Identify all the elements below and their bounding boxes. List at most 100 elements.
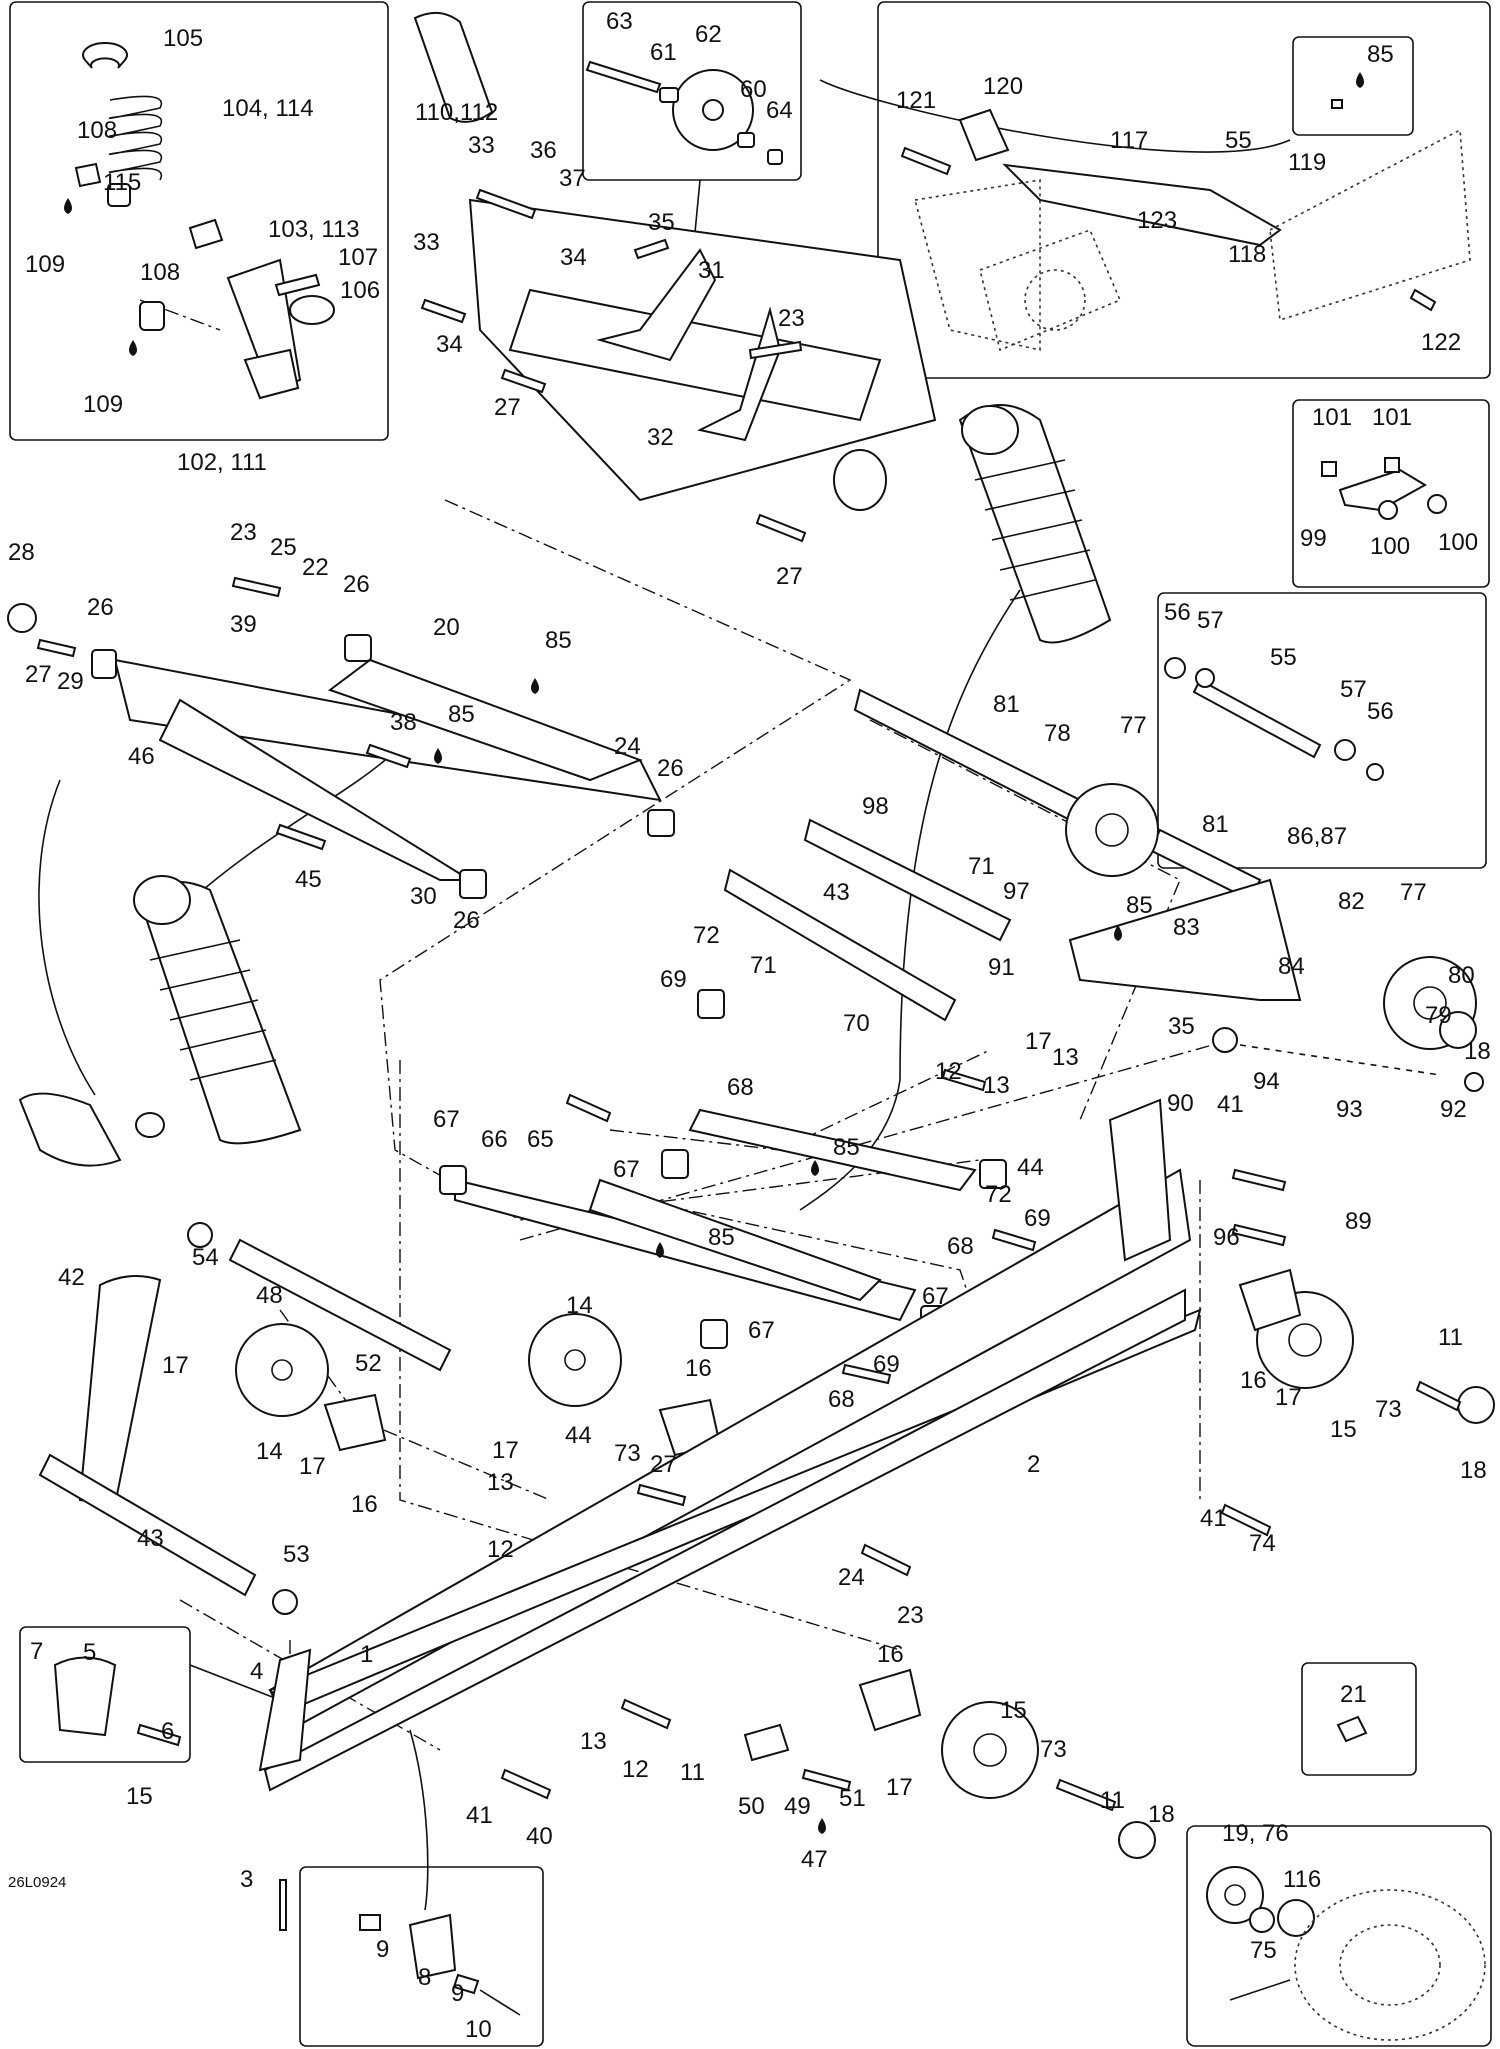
callout-label: 68 <box>828 1386 855 1413</box>
callout-label: 55 <box>1225 127 1252 154</box>
callout-label: 12 <box>935 1058 962 1085</box>
callout-label: 52 <box>355 1350 382 1377</box>
grease-drop-icon <box>1356 72 1364 88</box>
callout-label: 75 <box>1250 1937 1277 1964</box>
callout-label: 20 <box>433 614 460 641</box>
callout-label: 17 <box>299 1453 326 1480</box>
callout-label: 27 <box>776 563 803 590</box>
callout-label: 32 <box>647 424 674 451</box>
callout-label: 26 <box>87 594 114 621</box>
callout-label: 100 <box>1370 533 1410 560</box>
callout-label: 21 <box>1340 1681 1367 1708</box>
callout-label: 121 <box>896 87 936 114</box>
callout-label: 106 <box>340 277 380 304</box>
callout-label: 72 <box>985 1181 1012 1208</box>
callout-label: 67 <box>433 1106 460 1133</box>
callout-label: 34 <box>560 244 587 271</box>
wheel-detail-inset <box>1186 1825 1492 2047</box>
callout-label: 55 <box>1270 644 1297 671</box>
axles-and-wheels <box>723 657 1484 1092</box>
callout-label: 110,112 <box>415 99 498 126</box>
grease-drops <box>64 72 1364 1834</box>
callout-label: 109 <box>83 391 123 418</box>
shock-sleeve-110 <box>413 11 494 123</box>
grease-drop-icon <box>811 1160 819 1176</box>
callout-label: 91 <box>988 954 1015 981</box>
callout-label: 17 <box>886 1774 913 1801</box>
callout-label: 23 <box>778 305 805 332</box>
callout-label: 11 <box>1100 1787 1125 1814</box>
callout-label: 42 <box>58 1264 85 1291</box>
callout-label: 17 <box>162 1352 189 1379</box>
callout-label: 94 <box>1253 1068 1280 1095</box>
callout-label: 102, 111 <box>177 449 267 476</box>
wheel-77-upper <box>1065 783 1159 877</box>
diagram-code: 26L0924 <box>8 1874 66 1891</box>
callout-label: 85 <box>1367 41 1394 68</box>
callout-label: 71 <box>750 952 777 979</box>
callout-label: 56 <box>1164 599 1191 626</box>
callout-label: 85 <box>833 1134 860 1161</box>
callout-label: 104, 114 <box>222 95 314 122</box>
detail-insets <box>359 1715 1486 2041</box>
callout-label: 90 <box>1167 1090 1194 1117</box>
callout-label: 34 <box>436 331 463 358</box>
callout-label: 82 <box>1338 888 1365 915</box>
callout-label: 120 <box>983 73 1023 100</box>
callout-label: 44 <box>565 1422 592 1449</box>
callout-label: 12 <box>622 1756 649 1783</box>
idler-14-center <box>528 1313 622 1407</box>
callout-label: 57 <box>1197 607 1224 634</box>
callout-label: 117 <box>1110 127 1148 154</box>
callout-label: 115 <box>103 169 141 196</box>
callout-label: 73 <box>1375 1396 1402 1423</box>
grease-drop-icon <box>64 198 72 214</box>
callout-label: 33 <box>468 132 495 159</box>
callout-label: 67 <box>613 1156 640 1183</box>
anti-stab-parts <box>900 99 1471 352</box>
callout-label: 18 <box>1148 1801 1175 1828</box>
callout-label: 65 <box>527 1126 554 1153</box>
idler-14-left <box>235 1323 329 1417</box>
callout-label: 109 <box>25 251 65 278</box>
stopper-inset <box>19 1626 191 1763</box>
callout-label: 15 <box>1330 1416 1357 1443</box>
grease-drop-icon <box>1114 925 1122 941</box>
callout-label: 85 <box>1126 892 1153 919</box>
callout-label: 17 <box>1025 1028 1052 1055</box>
shock-kit-parts <box>74 42 335 400</box>
shock-kit-inset <box>9 1 389 441</box>
callout-label: 60 <box>740 76 767 103</box>
callout-label: 85 <box>708 1224 735 1251</box>
callout-label: 31 <box>698 257 725 284</box>
callout-label: 37 <box>559 165 586 192</box>
callout-label: 108 <box>77 117 117 144</box>
callout-label: 85 <box>545 627 572 654</box>
callout-label: 40 <box>526 1823 553 1850</box>
callout-label: 16 <box>351 1491 378 1518</box>
callout-label: 27 <box>494 394 521 421</box>
callout-label: 18 <box>1460 1457 1487 1484</box>
callout-label: 92 <box>1440 1096 1467 1123</box>
callout-label: 85 <box>448 701 475 728</box>
callout-label: 16 <box>1240 1367 1267 1394</box>
axle-inset <box>1157 592 1487 869</box>
callout-label: 26 <box>657 755 684 782</box>
callout-label: 4 <box>250 1658 263 1685</box>
callout-label: 22 <box>302 554 329 581</box>
callout-label: 2 <box>1027 1451 1040 1478</box>
callout-label: 15 <box>1000 1697 1027 1724</box>
callout-label: 19, 76 <box>1222 1820 1289 1847</box>
callout-label: 64 <box>766 97 793 124</box>
bracket-parts <box>1321 457 1447 520</box>
callout-label: 67 <box>922 1283 949 1310</box>
callout-label: 13 <box>983 1072 1010 1099</box>
rear-arm-20 <box>7 576 675 899</box>
callout-label: 101 <box>1372 404 1412 431</box>
callout-label: 101 <box>1312 404 1352 431</box>
callout-label: 66 <box>481 1126 508 1153</box>
idler-inset <box>582 1 802 181</box>
callout-label: 108 <box>140 259 180 286</box>
callout-label: 15 <box>126 1783 153 1810</box>
